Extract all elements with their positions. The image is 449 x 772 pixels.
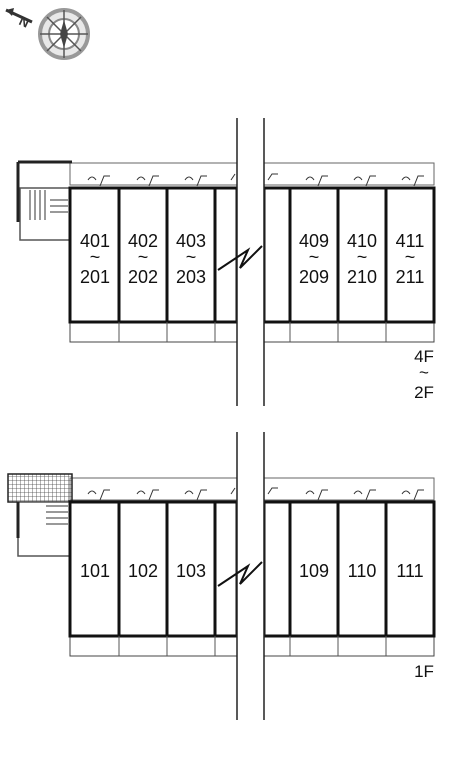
floor-label-top: 4F — [414, 347, 434, 366]
unit-label-bottom: 201 — [80, 267, 110, 287]
unit-label-tilde: ~ — [405, 247, 416, 267]
unit-label: 102 — [128, 561, 158, 581]
unit-label-tilde: ~ — [90, 247, 101, 267]
unit-label: 103 — [176, 561, 206, 581]
floor-label: 1F — [414, 662, 434, 681]
lower-floor-plan: 101 102 103 109 110 111 1F — [7, 432, 436, 720]
unit-label-top: 403 — [176, 231, 206, 251]
stairwell — [17, 501, 71, 557]
unit-label: 110 — [348, 561, 377, 581]
unit-label-top: 409 — [299, 231, 329, 251]
upper-floor-plan: 401 ~ 201 402 ~ 202 403 ~ 203 409 ~ 209 … — [16, 118, 436, 406]
unit-label-top: 410 — [347, 231, 377, 251]
unit-label-top: 402 — [128, 231, 158, 251]
unit-label: 111 — [396, 561, 423, 581]
unit-label-bottom: 203 — [176, 267, 206, 287]
unit-label-bottom: 209 — [299, 267, 329, 287]
unit-label-bottom: 202 — [128, 267, 158, 287]
floor-label-tilde: ~ — [419, 363, 429, 382]
unit-label-tilde: ~ — [138, 247, 149, 267]
unit-label-tilde: ~ — [186, 247, 197, 267]
unit-label-top: 401 — [80, 231, 110, 251]
unit-label: 101 — [80, 561, 110, 581]
break-line — [217, 561, 263, 587]
compass-rose-icon: N — [5, 8, 90, 60]
unit-label: 109 — [299, 561, 329, 581]
unit-label-bottom: 211 — [396, 267, 425, 287]
unit-label-bottom: 210 — [347, 267, 377, 287]
entrance-hatch — [7, 473, 73, 503]
break-line — [217, 245, 263, 271]
unit-label-tilde: ~ — [309, 247, 320, 267]
unit-label-tilde: ~ — [357, 247, 368, 267]
floor-label-bottom: 2F — [414, 383, 434, 402]
unit-label-top: 411 — [396, 231, 425, 251]
